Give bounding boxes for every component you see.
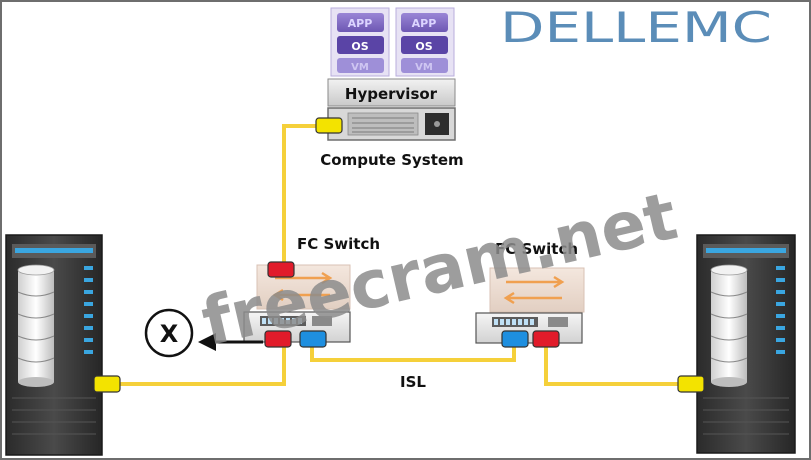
fc-switch-right: FC Switch [475,240,585,348]
storage-left-port [93,375,121,393]
disk-stack-right [710,264,748,387]
fc-switch-right-port-isl [501,330,529,348]
fc-switch-right-label: FC Switch [495,240,578,258]
storage-system-right [677,234,796,454]
storage-system-left [5,234,121,456]
hypervisor-label: Hypervisor [345,85,438,103]
disk-stack-left [17,264,55,387]
vm-left-os-label: OS [351,40,368,53]
cable-compute-to-left-switch [282,124,318,268]
watermark-text: freecram.net [195,177,684,361]
vm-right-os-label: OS [415,40,432,53]
failure-x-circle [144,308,194,358]
compute-hba-port [315,117,343,134]
dellemc-logo: DELLEMC [500,3,772,52]
fc-switch-right-arrows [503,275,565,305]
vm-right: APP OS VM [395,7,455,77]
storage-right-port [677,375,705,393]
fc-switch-left: FC Switch [243,235,380,348]
fc-switch-left-port-compute [267,261,295,278]
cables [118,124,680,386]
fc-switch-left-port-isl [299,330,327,348]
failure-arrow-head [198,333,216,351]
compute-system: Hypervisor Compute System [315,78,464,169]
vm-right-vm-label: VM [415,62,433,73]
vm-left-app-label: APP [348,17,373,30]
vm-right-app-label: APP [412,17,437,30]
failure-marker: X [144,308,263,358]
fc-switch-left-port-storage [264,330,292,348]
fc-switch-right-port-storage [532,330,560,348]
cable-left-switch-to-left-storage [118,338,286,386]
isl-label: ISL [400,373,426,391]
failure-x-label: X [160,320,179,348]
fc-switch-left-label: FC Switch [297,235,380,253]
vm-left: APP OS VM [330,7,390,77]
compute-system-label: Compute System [320,151,463,169]
fc-switch-right-icon [489,267,585,313]
cable-right-switch-to-right-storage [544,345,680,386]
cable-isl [310,345,516,362]
fc-switch-left-arrows [272,271,333,302]
vm-left-vm-label: VM [351,62,369,73]
